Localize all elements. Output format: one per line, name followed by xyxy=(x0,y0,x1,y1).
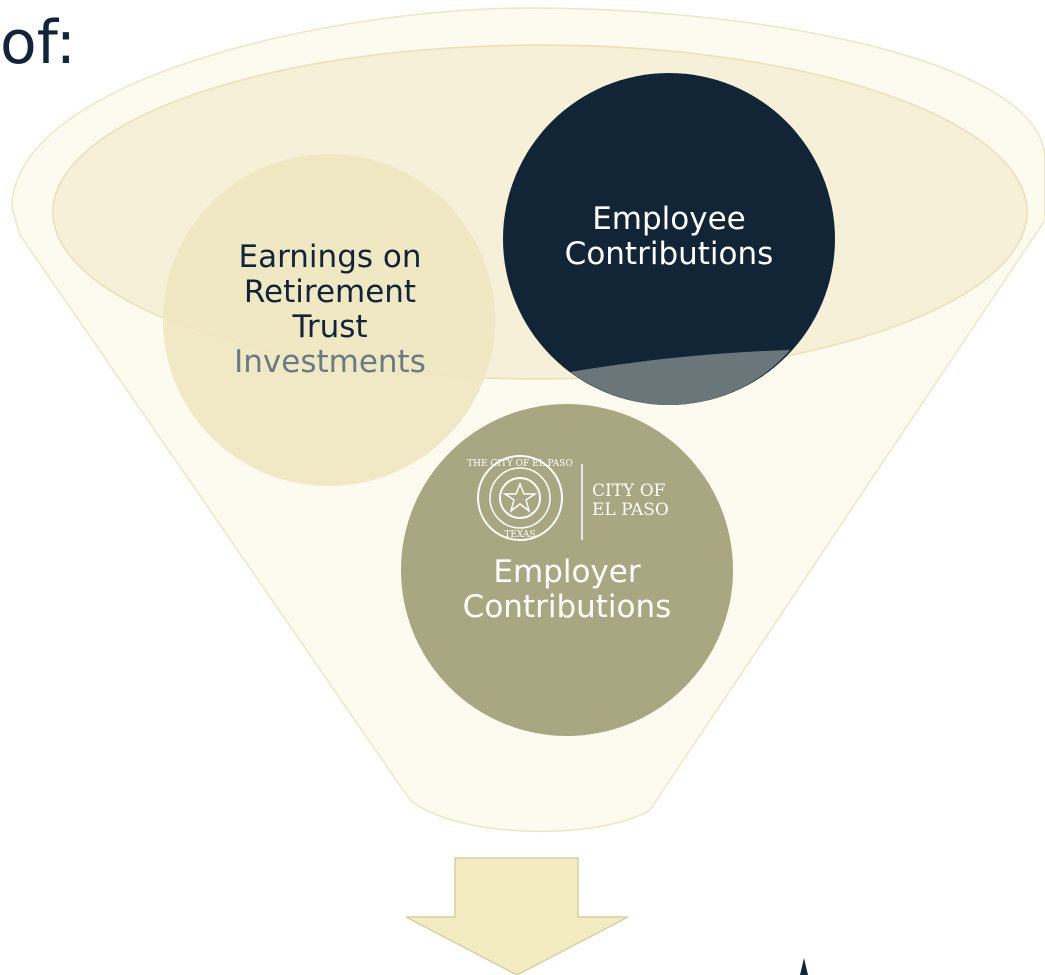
employer-circle xyxy=(401,404,733,736)
employee-circle xyxy=(503,73,835,405)
earnings-circle xyxy=(163,154,495,486)
page-heading: of: xyxy=(0,8,76,78)
seal-bottom-text: TEXAS xyxy=(504,530,535,540)
employer-label: Employer Contributions xyxy=(402,555,732,625)
logo-line-1: CITY OF xyxy=(592,481,666,501)
city-logo-wordmark: CITY OF EL PASO xyxy=(592,482,669,520)
earnings-line-2: Retirement xyxy=(243,274,417,310)
employee-label: Employee Contributions xyxy=(503,202,835,272)
earnings-line-4: Investments xyxy=(234,344,426,380)
city-seal-icon: THE CITY OF EL PASO TEXAS xyxy=(467,455,573,541)
logo-line-2: EL PASO xyxy=(592,500,669,520)
earnings-line-3: Trust xyxy=(292,309,368,345)
employee-line-2: Contributions xyxy=(564,236,774,272)
employee-circle-overlap xyxy=(570,350,790,405)
down-arrow-icon xyxy=(405,857,629,975)
partial-marker-icon xyxy=(800,958,808,975)
employer-line-2: Contributions xyxy=(462,589,672,625)
employer-line-1: Employer xyxy=(493,554,641,590)
employee-line-1: Employee xyxy=(592,201,746,237)
seal-ring-text: THE CITY OF EL PASO xyxy=(467,459,573,469)
earnings-label: Earnings on Retirement Trust Investments xyxy=(165,240,495,380)
earnings-line-1: Earnings on xyxy=(238,239,422,275)
